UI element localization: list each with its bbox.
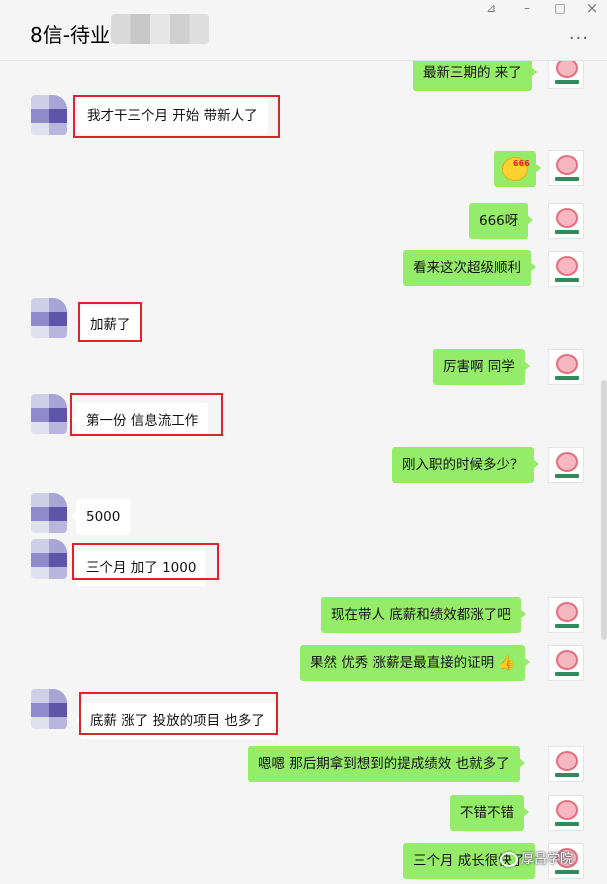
contact-avatar[interactable] bbox=[31, 298, 67, 338]
blurred-name bbox=[111, 14, 209, 44]
message-text: 刚入职的时候多少？ bbox=[402, 457, 524, 473]
highlight-box bbox=[78, 302, 142, 342]
message-text: 看来这次超级顺利 bbox=[413, 260, 521, 276]
self-avatar[interactable] bbox=[548, 843, 584, 879]
message-bubble: 我才干三个月 开始 带新人了 bbox=[72, 98, 268, 134]
message-text: 三个月 成长很快了 bbox=[413, 853, 526, 869]
thumbs-up-icon: 👍 bbox=[498, 655, 515, 671]
close-button[interactable]: × bbox=[585, 0, 599, 17]
message-bubble: 看来这次超级顺利 bbox=[403, 250, 536, 286]
self-avatar[interactable] bbox=[548, 61, 584, 89]
message-text: 666呀 bbox=[479, 213, 519, 229]
self-avatar[interactable] bbox=[548, 349, 584, 385]
message-bubble: 厉害啊 同学 bbox=[433, 349, 530, 385]
message-bubble: 加薪了 bbox=[75, 307, 141, 343]
emoji-bubble: 666 bbox=[494, 151, 541, 187]
wechat-icon bbox=[500, 852, 518, 867]
self-avatar[interactable] bbox=[548, 203, 584, 239]
message-text: 果然 优秀 涨薪是最直接的证明 bbox=[310, 655, 495, 671]
contact-avatar[interactable] bbox=[31, 394, 67, 434]
contact-avatar[interactable] bbox=[31, 95, 67, 135]
more-options-button[interactable]: ··· bbox=[568, 28, 589, 49]
scrollbar[interactable] bbox=[601, 380, 607, 640]
self-avatar[interactable] bbox=[548, 645, 584, 681]
message-bubble: 刚入职的时候多少？ bbox=[392, 447, 538, 483]
highlight-box bbox=[72, 543, 219, 580]
self-avatar[interactable] bbox=[548, 597, 584, 633]
message-bubble: 现在带人 底薪和绩效都涨了吧 bbox=[321, 597, 526, 633]
contact-avatar[interactable] bbox=[31, 539, 67, 579]
message-text: 最新三期的 来了 bbox=[423, 65, 522, 81]
watermark-text: 厚昌学院 bbox=[521, 852, 574, 867]
title-bar: 8信-待业- ⊿ – □ × ··· bbox=[0, 0, 607, 61]
minimize-button[interactable]: – bbox=[524, 1, 530, 15]
contact-avatar[interactable] bbox=[31, 493, 67, 533]
highlight-box bbox=[79, 692, 278, 735]
watermark: 厚昌学院 bbox=[500, 848, 573, 867]
message-text: 不错不错 bbox=[460, 805, 514, 821]
message-text: 现在带人 底薪和绩效都涨了吧 bbox=[331, 607, 511, 623]
message-bubble: 果然 优秀 涨薪是最直接的证明👍 bbox=[300, 645, 530, 681]
message-text: 第一份 信息流工作 bbox=[86, 413, 199, 429]
message-text: 底薪 涨了 投放的项目 也多了 bbox=[90, 713, 265, 729]
message-text: 厉害啊 同学 bbox=[443, 359, 515, 375]
message-bubble: 不错不错 bbox=[450, 795, 529, 831]
contact-avatar[interactable] bbox=[31, 689, 67, 729]
pin-button[interactable]: ⊿ bbox=[485, 1, 497, 15]
message-text: 加薪了 bbox=[90, 317, 131, 333]
chat-title: 8信-待业- bbox=[30, 23, 118, 47]
message-text: 我才干三个月 开始 带新人了 bbox=[87, 108, 258, 124]
message-text: 5000 bbox=[86, 509, 121, 525]
message-list[interactable]: 最新三期的 来了 我才干三个月 开始 带新人了 666 666呀 看来这次超级顺… bbox=[0, 61, 607, 884]
self-avatar[interactable] bbox=[548, 447, 584, 483]
message-bubble: 第一份 信息流工作 bbox=[70, 403, 209, 439]
self-avatar[interactable] bbox=[548, 251, 584, 287]
message-text: 三个月 加了 1000 bbox=[86, 560, 197, 576]
highlight-box bbox=[73, 95, 280, 138]
self-avatar[interactable] bbox=[548, 795, 584, 831]
message-bubble: 5000 bbox=[70, 499, 131, 535]
maximize-button[interactable]: □ bbox=[554, 1, 566, 15]
message-text: 嗯嗯 那后期拿到想到的提成绩效 也就多了 bbox=[258, 756, 510, 772]
self-avatar[interactable] bbox=[548, 746, 584, 782]
666-emoji-icon: 666 bbox=[502, 157, 530, 181]
self-avatar[interactable] bbox=[548, 150, 584, 186]
message-bubble: 666呀 bbox=[469, 203, 534, 239]
message-bubble: 最新三期的 来了 bbox=[413, 61, 537, 91]
message-bubble: 嗯嗯 那后期拿到想到的提成绩效 也就多了 bbox=[248, 746, 525, 782]
highlight-box bbox=[70, 393, 223, 436]
